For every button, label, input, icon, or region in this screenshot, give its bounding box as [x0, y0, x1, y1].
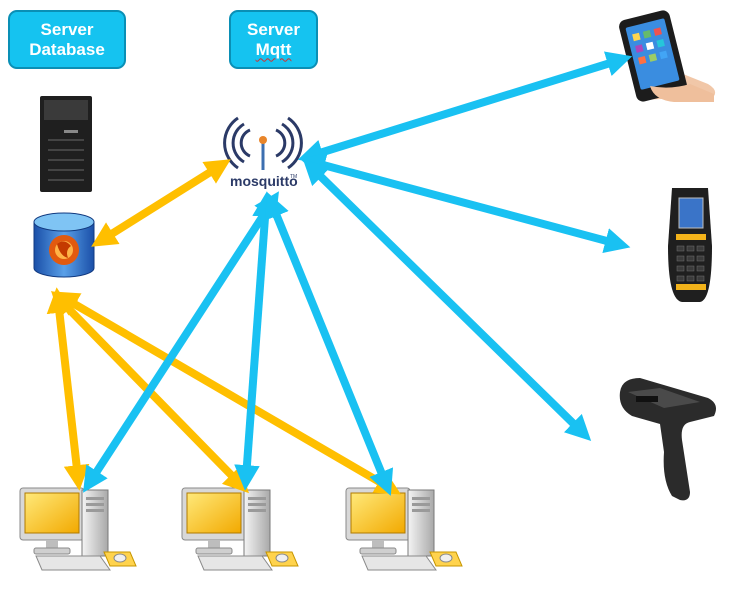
link-broker-smartphone: [297, 51, 633, 165]
server-database-label-line1: Server: [40, 19, 94, 39]
workstation-2: [181, 487, 299, 571]
workstation-3: [345, 487, 463, 571]
desktop-computer-icon: [345, 487, 463, 571]
link-database-workstation-1: [46, 287, 90, 491]
link-broker-workstation-2: [234, 191, 278, 491]
desktop-computer-icon: [181, 487, 299, 571]
server-mqtt-label-line1: Server: [247, 19, 300, 39]
link-broker-workstation-3: [264, 192, 394, 496]
server-mqtt-label-line2: Mqtt: [255, 39, 292, 59]
link-broker-scanner: [302, 159, 592, 441]
link-broker-database: [91, 159, 231, 247]
smartphone-icon: [619, 10, 716, 102]
server-database-label-line2: Database: [29, 39, 105, 59]
mosquitto-logo: mosquitto TM: [223, 116, 303, 189]
server-mqtt-label: Server Mqtt: [229, 10, 318, 69]
desktop-computer-icon: [19, 487, 137, 571]
handheld-terminal-icon: [668, 188, 712, 302]
barcode-scanner-icon: [619, 378, 716, 501]
mosquitto-trademark: TM: [290, 174, 297, 180]
link-database-workstation-3: [52, 291, 402, 495]
link-broker-workstation-1: [83, 191, 279, 493]
server-tower-icon: [40, 96, 92, 192]
database-icon: [33, 212, 95, 278]
server-database-label: Server Database: [8, 10, 126, 69]
workstation-1: [19, 487, 137, 571]
link-broker-handheld-terminal: [299, 152, 631, 254]
mosquitto-wordmark: mosquitto: [230, 173, 298, 189]
